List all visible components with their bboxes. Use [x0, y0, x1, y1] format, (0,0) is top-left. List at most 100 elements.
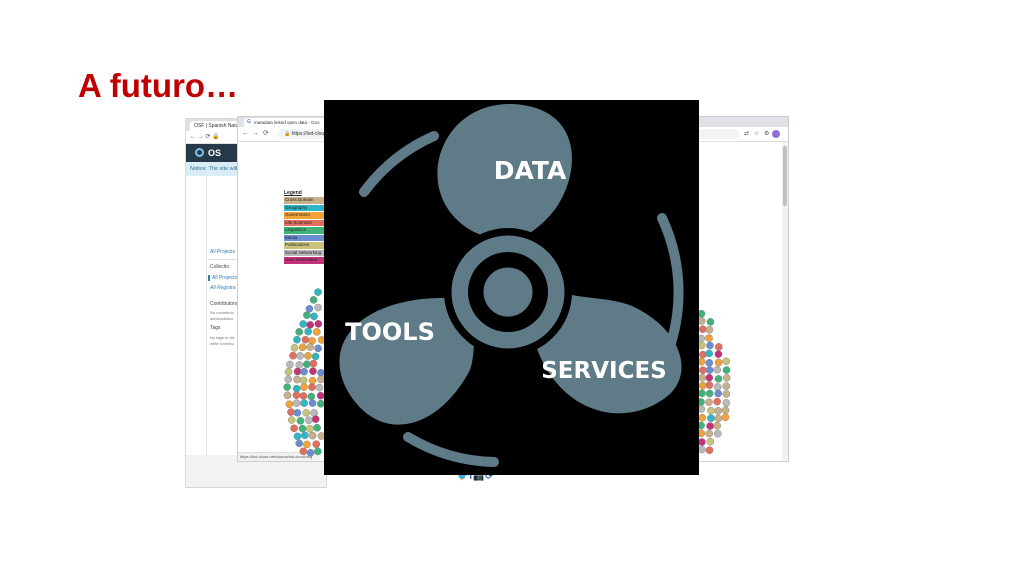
blade-tools [339, 297, 474, 425]
dataset-bubble [713, 421, 721, 430]
dataset-bubble [705, 373, 714, 382]
dataset-bubble [714, 358, 723, 367]
dataset-bubble [721, 406, 730, 415]
dataset-bubble [705, 446, 714, 455]
dataset-bubble [289, 351, 297, 360]
osf-brand: OS [208, 148, 222, 158]
legend-item: Government [284, 212, 344, 219]
social-icons[interactable]: 🐦f📷⟳ [457, 471, 494, 481]
sidebar-all-projects[interactable]: All Projects [210, 249, 236, 255]
dataset-bubble [713, 365, 722, 374]
dataset-bubble [714, 343, 723, 351]
dataset-bubble [309, 296, 318, 304]
dataset-bubble [300, 367, 308, 376]
dataset-bubble [303, 440, 311, 449]
dataset-bubble [314, 447, 322, 456]
dataset-bubble [302, 409, 310, 417]
dataset-bubble [295, 439, 304, 448]
dataset-bubble [293, 408, 302, 417]
dataset-bubble [706, 318, 715, 326]
dataset-bubble [699, 325, 707, 334]
dataset-bubble [299, 392, 308, 400]
dataset-bubble [699, 350, 707, 359]
orbit-arc-bottom [403, 432, 499, 467]
forward-icon[interactable]: → [252, 130, 259, 137]
sidebar-contributors-text-2: administrator [210, 316, 234, 321]
legend-item: Linguistics [284, 227, 344, 234]
avatar[interactable] [772, 130, 780, 138]
dataset-bubble [315, 383, 324, 392]
dataset-bubble [303, 360, 311, 369]
dataset-bubble [301, 431, 309, 440]
translate-icon[interactable]: ⇄ [744, 131, 750, 137]
dataset-bubble [705, 334, 713, 342]
dataset-bubble [706, 422, 714, 430]
reload-icon[interactable]: ⟳ [263, 130, 269, 137]
dataset-bubble [290, 344, 299, 352]
scrollbar[interactable] [782, 142, 788, 461]
propeller-panel: DATA TOOLS SERVICES [324, 100, 699, 475]
extension-icon[interactable]: ⚙ [764, 131, 770, 137]
legend-item: Geography [284, 204, 344, 211]
dataset-bubble [314, 344, 322, 353]
sidebar-all-projects-2[interactable]: All Projects [208, 275, 237, 281]
dataset-bubble [298, 424, 307, 433]
osf-tab[interactable]: OSF | Spanish Natu [190, 121, 254, 131]
osf-logo-icon [195, 148, 204, 157]
dataset-bubble [309, 359, 318, 368]
dataset-bubble [311, 352, 320, 361]
dataset-bubble [299, 376, 308, 385]
dataset-bubble [714, 429, 722, 438]
dataset-bubble [283, 391, 292, 400]
dataset-bubble [306, 321, 314, 329]
dataset-bubble [707, 414, 715, 422]
dataset-bubble [305, 304, 314, 313]
status-url: https://lod-cloud.net/clouds/lod-cloud.s… [238, 452, 320, 461]
dataset-bubble [300, 383, 308, 391]
label-tools: TOOLS [345, 318, 435, 346]
dataset-bubble [714, 375, 723, 383]
dataset-bubble [705, 366, 714, 374]
dataset-bubble [284, 367, 293, 376]
dataset-bubble [698, 438, 706, 446]
lod-tab-title: metadata linked open data - Goo [254, 120, 320, 125]
sidebar-all-registrations[interactable]: All Registra [210, 285, 236, 291]
dataset-bubble [705, 381, 714, 389]
dataset-bubble [705, 359, 714, 367]
dataset-bubble [303, 311, 311, 319]
dataset-bubble [299, 447, 308, 456]
google-icon: G [247, 119, 251, 125]
dataset-bubble [295, 361, 304, 369]
dataset-bubble [310, 312, 318, 321]
sidebar-contributors: Contributors [210, 301, 238, 307]
scrollbar-thumb[interactable] [783, 146, 787, 206]
dataset-bubble [308, 376, 317, 385]
legend-item: Cross Domain [284, 197, 344, 204]
dataset-bubble [306, 448, 315, 457]
blade-services [534, 288, 682, 414]
dataset-bubble [287, 416, 296, 424]
dataset-bubble [304, 352, 312, 360]
dataset-bubble [713, 397, 721, 406]
dataset-bubble [314, 320, 323, 328]
dataset-bubble [713, 383, 722, 391]
dataset-bubble [308, 431, 317, 440]
sidebar-collections: Collectio [210, 264, 230, 270]
dataset-bubble [292, 399, 301, 407]
dataset-bubble [697, 317, 706, 325]
star-icon[interactable]: ☆ [754, 131, 760, 137]
dataset-bubble [290, 424, 298, 433]
dataset-bubble [309, 367, 317, 375]
dataset-bubble [283, 383, 291, 391]
dataset-bubble [705, 349, 713, 358]
back-icon[interactable]: ← [242, 130, 249, 137]
dataset-bubble [308, 383, 316, 391]
dataset-bubble [296, 352, 304, 360]
dataset-bubble [705, 398, 713, 407]
dataset-bubble [698, 389, 706, 398]
dataset-bubble [706, 341, 714, 350]
dataset-bubble [300, 399, 308, 407]
dataset-bubble [306, 424, 314, 433]
dataset-bubble [293, 335, 301, 344]
